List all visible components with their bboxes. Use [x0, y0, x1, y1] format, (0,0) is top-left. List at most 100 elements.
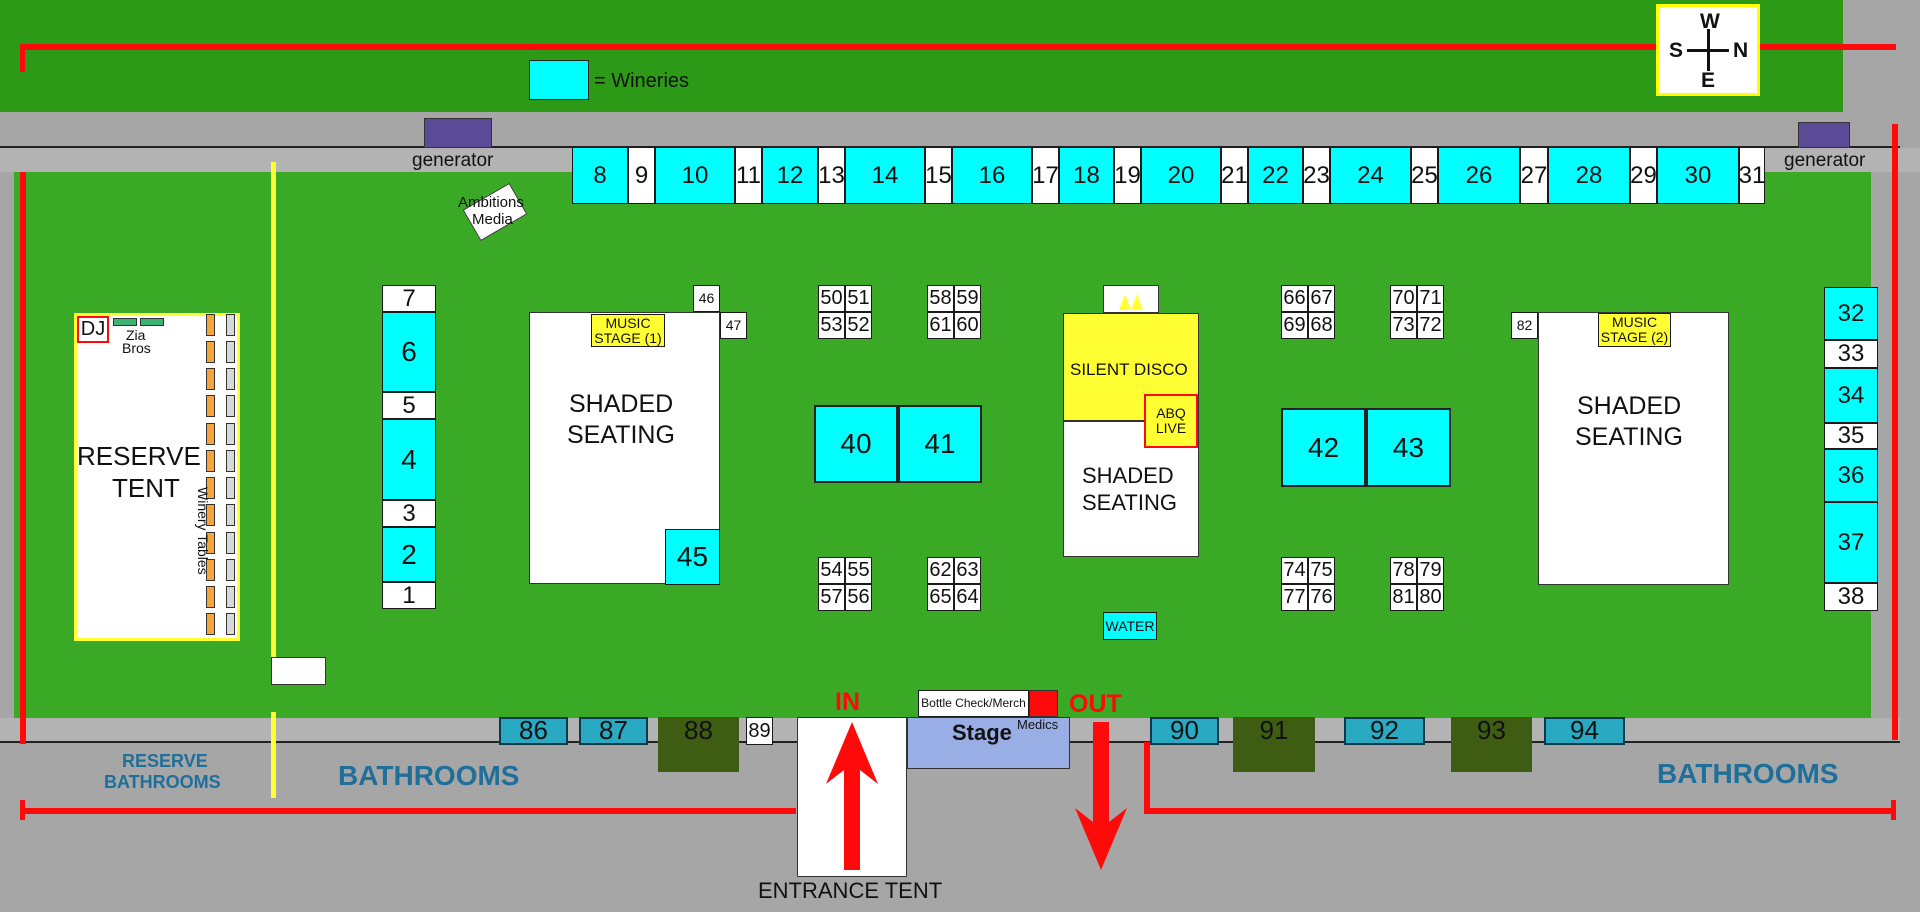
booth-17[interactable]: 17	[1032, 147, 1059, 204]
booth-78[interactable]: 78	[1390, 557, 1417, 584]
booth-29[interactable]: 29	[1630, 147, 1657, 204]
booth-20[interactable]: 20	[1141, 147, 1221, 204]
booth-66[interactable]: 66	[1281, 285, 1308, 312]
booth-11[interactable]: 11	[735, 147, 762, 204]
booth-16[interactable]: 16	[952, 147, 1032, 204]
booth-22[interactable]: 22	[1248, 147, 1303, 204]
booth-61[interactable]: 61	[927, 312, 954, 339]
booth-7[interactable]: 7	[382, 285, 436, 312]
dj-booth[interactable]: DJ	[77, 316, 109, 343]
bathroom-92[interactable]: 92	[1344, 717, 1425, 745]
booth-33[interactable]: 33	[1824, 340, 1878, 368]
booth-31[interactable]: 31	[1739, 147, 1765, 204]
booth-89[interactable]: 89	[746, 717, 773, 745]
booth-41[interactable]: 41	[898, 405, 982, 483]
booth-69[interactable]: 69	[1281, 312, 1308, 339]
booth-2[interactable]: 2	[382, 527, 436, 582]
silent-disco[interactable]	[1063, 313, 1199, 421]
booth-81[interactable]: 81	[1390, 584, 1417, 611]
booth-72[interactable]: 72	[1417, 312, 1444, 339]
booth-75[interactable]: 75	[1308, 557, 1335, 584]
booth-36[interactable]: 36	[1824, 449, 1878, 502]
booth-57[interactable]: 57	[818, 584, 845, 611]
booth-1[interactable]: 1	[382, 582, 436, 609]
booth-8[interactable]: 8	[572, 147, 628, 204]
booth-59[interactable]: 59	[954, 285, 981, 312]
booth-15[interactable]: 15	[925, 147, 952, 204]
booth-74[interactable]: 74	[1281, 557, 1308, 584]
booth-51[interactable]: 51	[845, 285, 872, 312]
booth-70[interactable]: 70	[1390, 285, 1417, 312]
booth-12[interactable]: 12	[762, 147, 818, 204]
booth-62[interactable]: 62	[927, 557, 954, 584]
booth-34[interactable]: 34	[1824, 368, 1878, 423]
bathroom-94[interactable]: 94	[1544, 717, 1625, 745]
winery-table-gray	[226, 314, 235, 336]
booth-52[interactable]: 52	[845, 312, 872, 339]
winery-table-orange	[206, 559, 215, 581]
booth-65[interactable]: 65	[927, 584, 954, 611]
booth-18[interactable]: 18	[1059, 147, 1114, 204]
booth-60[interactable]: 60	[954, 312, 981, 339]
booth-35[interactable]: 35	[1824, 423, 1878, 449]
porta-91[interactable]: 91	[1233, 716, 1315, 772]
booth-82[interactable]: 82	[1511, 312, 1538, 339]
booth-55[interactable]: 55	[845, 557, 872, 584]
booth-26[interactable]: 26	[1438, 147, 1520, 204]
booth-38[interactable]: 38	[1824, 583, 1878, 611]
booth-24[interactable]: 24	[1330, 147, 1411, 204]
booth-30[interactable]: 30	[1657, 147, 1739, 204]
booth-47[interactable]: 47	[720, 312, 747, 339]
booth-64[interactable]: 64	[954, 584, 981, 611]
booth-28[interactable]: 28	[1548, 147, 1630, 204]
booth-54[interactable]: 54	[818, 557, 845, 584]
music-stage-1[interactable]: MUSIC STAGE (1)	[591, 314, 665, 347]
booth-10[interactable]: 10	[655, 147, 735, 204]
booth-27[interactable]: 27	[1520, 147, 1548, 204]
booth-23[interactable]: 23	[1303, 147, 1330, 204]
bathroom-86[interactable]: 86	[499, 717, 568, 745]
booth-63[interactable]: 63	[954, 557, 981, 584]
water-station[interactable]: WATER	[1103, 612, 1157, 640]
abq-live[interactable]: ABQ LIVE	[1144, 394, 1198, 448]
booth-37[interactable]: 37	[1824, 502, 1878, 583]
bathroom-87[interactable]: 87	[579, 717, 648, 745]
booth-79[interactable]: 79	[1417, 557, 1444, 584]
shaded-seating-right[interactable]	[1538, 312, 1729, 585]
booth-40[interactable]: 40	[814, 405, 898, 483]
booth-45[interactable]: 45	[665, 529, 720, 585]
booth-76[interactable]: 76	[1308, 584, 1335, 611]
booth-67[interactable]: 67	[1308, 285, 1335, 312]
booth-4[interactable]: 4	[382, 419, 436, 500]
bottle-check-merch[interactable]: Bottle Check/Merch	[918, 690, 1029, 717]
booth-3[interactable]: 3	[382, 500, 436, 527]
booth-9[interactable]: 9	[628, 147, 655, 204]
music-stage-2[interactable]: MUSIC STAGE (2)	[1598, 313, 1671, 347]
booth-43[interactable]: 43	[1366, 408, 1451, 487]
booth-53[interactable]: 53	[818, 312, 845, 339]
porta-93[interactable]: 93	[1451, 716, 1532, 772]
booth-14[interactable]: 14	[845, 147, 925, 204]
booth-68[interactable]: 68	[1308, 312, 1335, 339]
booth-56[interactable]: 56	[845, 584, 872, 611]
bathroom-90[interactable]: 90	[1150, 717, 1219, 745]
booth-71[interactable]: 71	[1417, 285, 1444, 312]
booth-46[interactable]: 46	[693, 285, 720, 312]
reserve-tent-label-1: RESERVE	[77, 441, 201, 471]
booth-21[interactable]: 21	[1221, 147, 1248, 204]
booth-5[interactable]: 5	[382, 392, 436, 419]
medics-tent[interactable]	[1029, 690, 1058, 717]
booth-25[interactable]: 25	[1411, 147, 1438, 204]
booth-77[interactable]: 77	[1281, 584, 1308, 611]
booth-58[interactable]: 58	[927, 285, 954, 312]
stage[interactable]	[907, 717, 1070, 769]
booth-42[interactable]: 42	[1281, 408, 1366, 487]
booth-32[interactable]: 32	[1824, 287, 1878, 340]
booth-73[interactable]: 73	[1390, 312, 1417, 339]
booth-50[interactable]: 50	[818, 285, 845, 312]
porta-88[interactable]: 88	[658, 716, 739, 772]
booth-80[interactable]: 80	[1417, 584, 1444, 611]
booth-19[interactable]: 19	[1114, 147, 1141, 204]
booth-13[interactable]: 13	[818, 147, 845, 204]
booth-6[interactable]: 6	[382, 312, 436, 392]
